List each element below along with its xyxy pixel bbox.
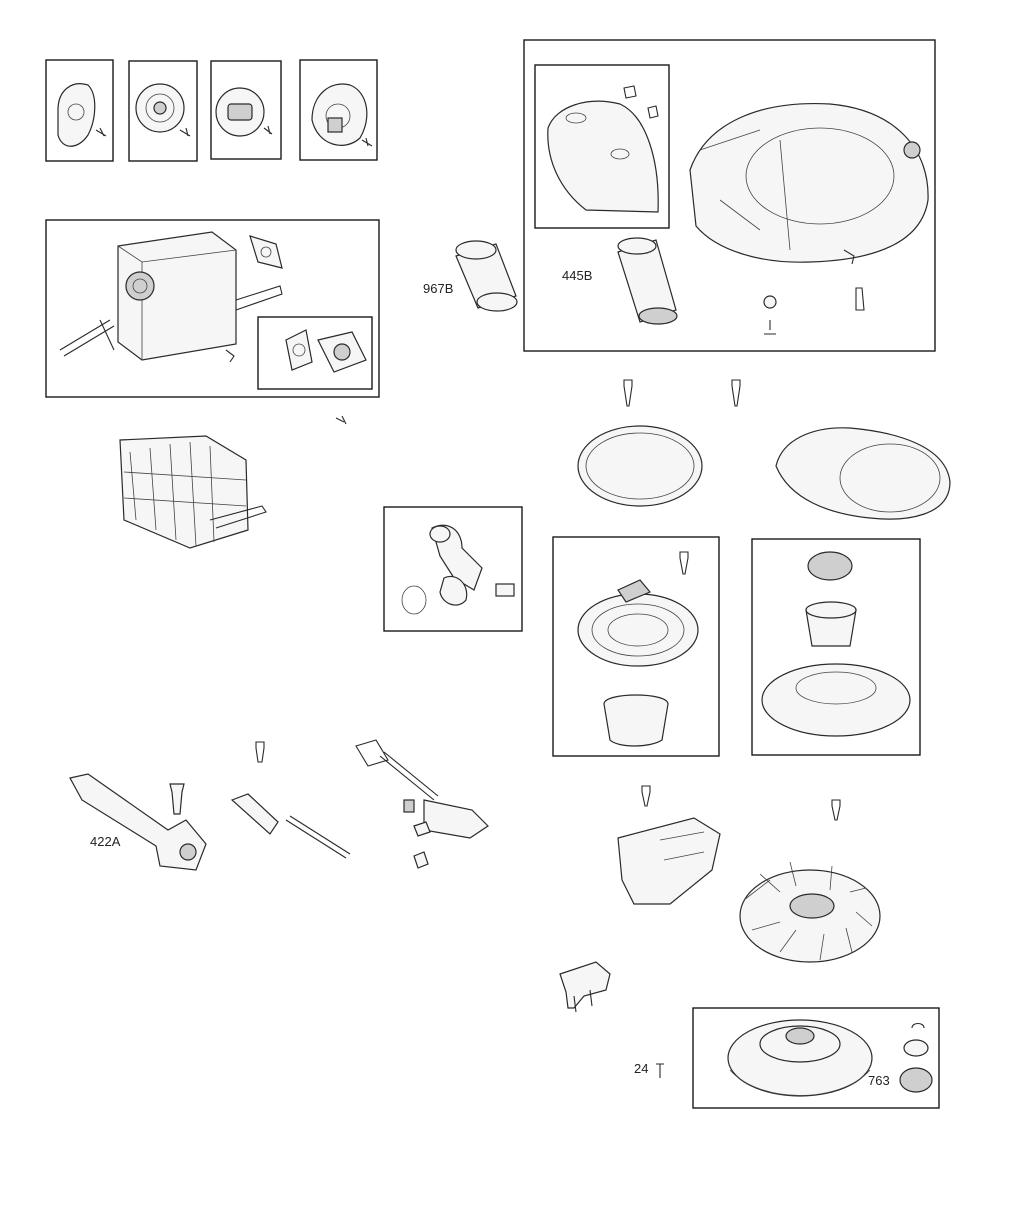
flywheel-screw [831, 799, 841, 821]
screen-cap [807, 551, 853, 581]
muffler-flange-inset-box[interactable] [257, 316, 373, 390]
label-763: 763 [868, 1073, 890, 1088]
cover-box-4[interactable] [299, 59, 378, 161]
flywheel-nut [903, 1039, 929, 1057]
starter-screw [679, 551, 689, 575]
screen-disc-box[interactable] [751, 538, 921, 756]
housing-nut [763, 295, 777, 309]
side-shroud [547, 100, 659, 213]
muffler-outlet-flange [125, 271, 155, 301]
housing-bolt [855, 287, 865, 311]
muffler-guard [119, 435, 249, 549]
muffler-group [45, 219, 380, 398]
flywheel-group: 763 [692, 1007, 940, 1109]
starter-handle [617, 579, 651, 603]
elbow-plug [495, 583, 515, 597]
filter-967b-group: 967B [423, 240, 518, 312]
governor-link [230, 793, 279, 835]
blower-housing [689, 102, 929, 263]
solenoid-wire [379, 751, 439, 801]
blower-opening [745, 127, 895, 225]
cooling-fan [739, 861, 881, 963]
screw-1 [623, 379, 633, 407]
flange-gasket [285, 329, 313, 371]
muffler-box[interactable] [45, 219, 380, 398]
screw-2 [731, 379, 741, 407]
cover-box-2[interactable] [128, 60, 198, 162]
cover-box-3[interactable] [210, 60, 282, 160]
cover-4 [311, 83, 368, 146]
screen-ring [577, 425, 703, 507]
rewind-starter [577, 593, 699, 667]
air-baffle [617, 817, 721, 905]
starter-gear-763 [899, 1067, 933, 1093]
rewind-starter-group [552, 536, 720, 757]
lever-bolt [169, 783, 185, 815]
shroud-screw-2 [647, 105, 659, 119]
elbow-group [383, 506, 523, 632]
muffler-gasket [249, 235, 283, 269]
rewind-starter-box[interactable] [552, 536, 720, 757]
muffler-screw [335, 415, 347, 425]
fan-cover [775, 427, 951, 520]
label-967b: 967B [423, 281, 453, 296]
muffler-guard-group [119, 435, 267, 549]
o-ring [401, 585, 427, 615]
blower-housing-box[interactable] [523, 39, 936, 352]
solenoid-screw [413, 851, 429, 869]
rotating-screen [761, 663, 911, 737]
flywheel-box[interactable] [692, 1007, 940, 1109]
starter-cup [603, 694, 669, 747]
cover-1 [57, 83, 96, 147]
housing-clip [764, 320, 776, 335]
control-lever-422a [69, 773, 207, 871]
flywheel-key-24 [656, 1063, 664, 1078]
solenoid-washer [413, 821, 431, 837]
governor-screw [255, 741, 265, 763]
shroud-screw-1 [623, 85, 637, 99]
label-24: 24 [634, 1061, 648, 1076]
muffler [117, 231, 237, 361]
solenoid-nut [403, 799, 415, 813]
baffle-screw [641, 785, 651, 807]
shroud-inset-box[interactable] [534, 64, 670, 229]
elbow-box[interactable] [383, 506, 523, 632]
cover-box-1[interactable] [45, 59, 114, 162]
ignition-bracket [559, 961, 611, 1009]
control-rod [285, 815, 351, 859]
elbow-gasket-star [439, 575, 468, 606]
wire-connector [355, 739, 389, 767]
cover-variants-group [45, 59, 378, 162]
controls-group: 422A [69, 739, 489, 871]
blower-housing-group: 445B [523, 39, 936, 352]
label-445b: 445B [562, 268, 592, 283]
fuel-solenoid [423, 799, 489, 839]
label-422a: 422A [90, 834, 121, 849]
screen-disc-group [751, 538, 921, 756]
